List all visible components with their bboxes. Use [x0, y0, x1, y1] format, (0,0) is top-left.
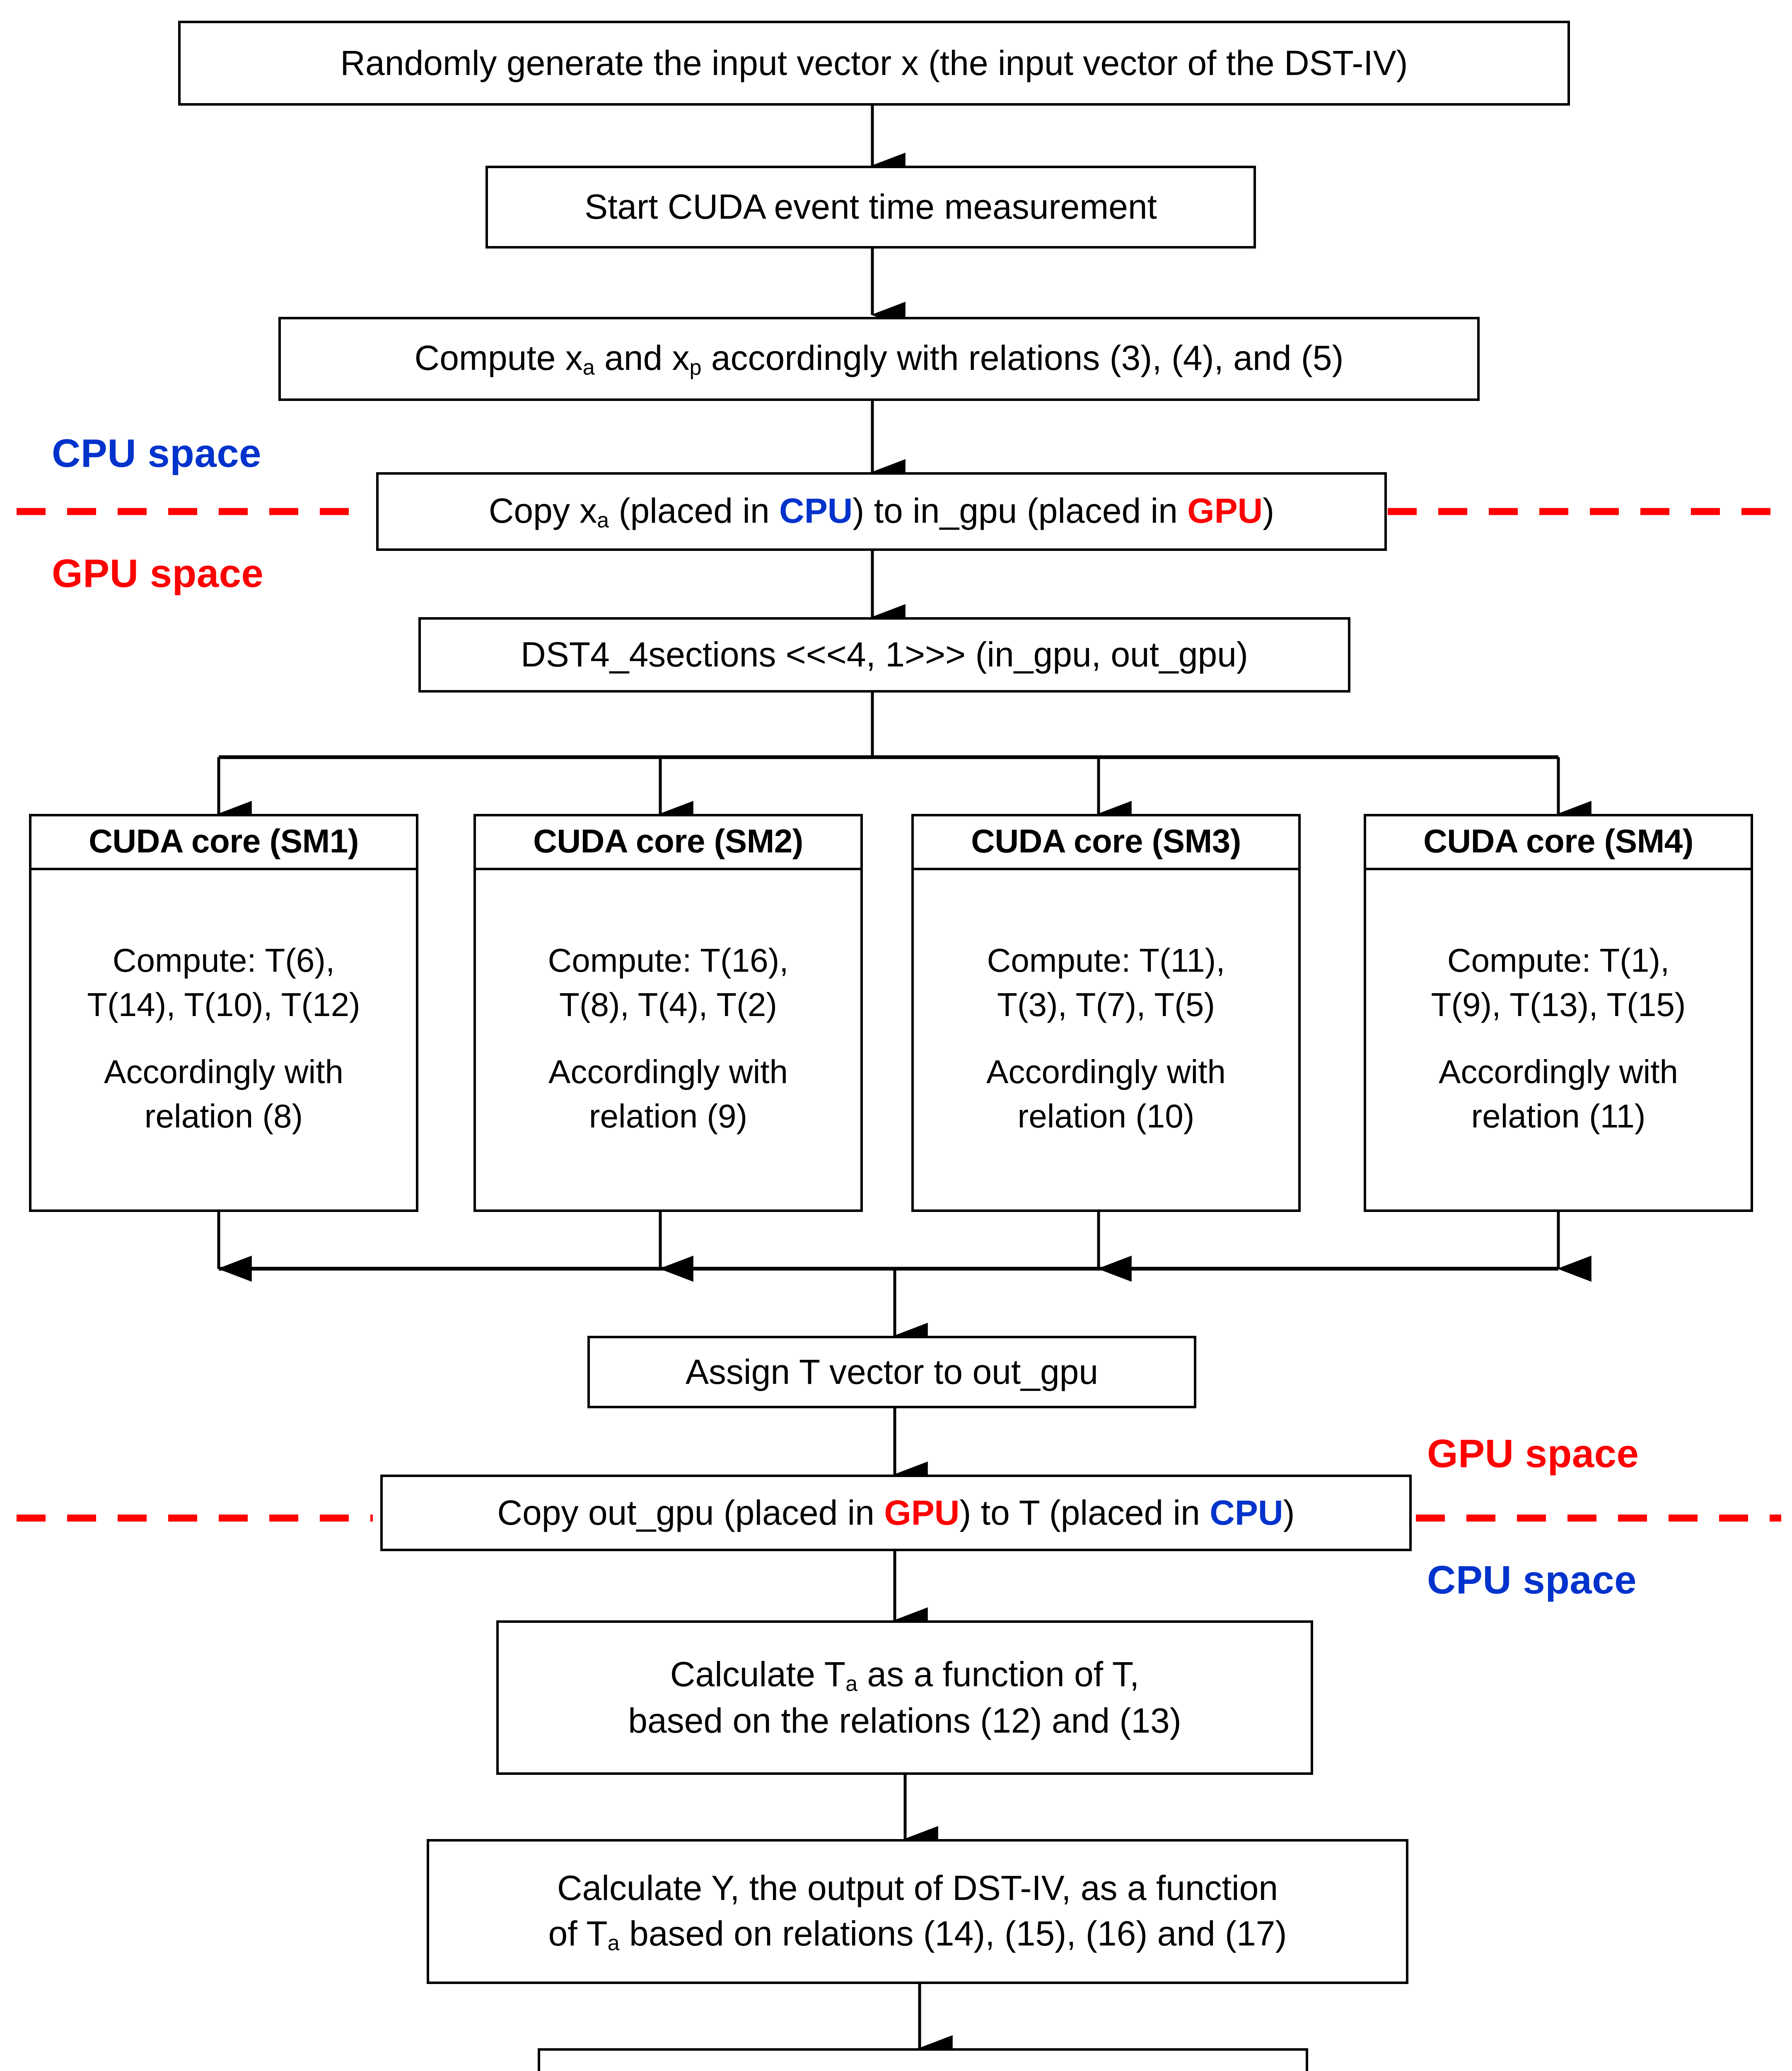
cuda-core-sm3-relation: Accordingly with relation (10) — [986, 1050, 1226, 1138]
sm4-compute-line2: T(9), T(13), T(15) — [1431, 986, 1686, 1023]
calc-ta-line1-post: as a function of T, — [857, 1654, 1140, 1694]
sm1-relation-line1: Accordingly with — [104, 1053, 343, 1090]
cuda-core-sm4-compute: Compute: T(1), T(9), T(13), T(15) — [1431, 938, 1686, 1027]
node-copy-to-gpu-label: Copy xa (placed in CPU) to in_gpu (place… — [386, 488, 1377, 535]
cuda-core-sm2-compute: Compute: T(16), T(8), T(4), T(2) — [548, 938, 789, 1027]
compute-post: accordingly with relations (3), (4), and… — [701, 338, 1344, 378]
cuda-core-sm4[interactable]: CUDA core (SM4) Compute: T(1), T(9), T(1… — [1364, 814, 1753, 1212]
node-stop-timer-label: Stop CUDA event time measurement — [548, 2067, 1298, 2071]
node-start-timer[interactable]: Start CUDA event time measurement — [485, 166, 1256, 249]
calc-ta-line1-pre: Calculate T — [670, 1654, 846, 1694]
compute-mid: and x — [594, 338, 690, 378]
cuda-core-sm4-body: Compute: T(1), T(9), T(13), T(15) Accord… — [1366, 870, 1751, 1209]
copy-gpu-mid1: (placed in — [609, 491, 780, 530]
sm2-relation-line1: Accordingly with — [548, 1053, 788, 1090]
sm2-compute-line1: Compute: T(16), — [548, 942, 789, 979]
label-cpu-space-bottom: CPU space — [1427, 1558, 1637, 1602]
label-gpu-space-top: GPU space — [52, 551, 264, 596]
copy-gpu-pre: Copy x — [488, 491, 597, 530]
sm3-relation-line1: Accordingly with — [986, 1053, 1226, 1090]
copy-cpu-post: ) — [1283, 1493, 1295, 1532]
compute-sub-p: p — [689, 355, 702, 380]
node-generate-input[interactable]: Randomly generate the input vector x (th… — [178, 21, 1570, 106]
label-cpu-space-top: CPU space — [52, 431, 262, 476]
cuda-core-sm3-body: Compute: T(11), T(3), T(7), T(5) Accordi… — [914, 870, 1298, 1209]
cuda-core-sm2-body: Compute: T(16), T(8), T(4), T(2) Accordi… — [476, 870, 860, 1209]
copy-cpu-cpu-token: CPU — [1210, 1493, 1283, 1532]
cuda-core-sm3-compute: Compute: T(11), T(3), T(7), T(5) — [987, 938, 1225, 1027]
copy-cpu-gpu-token: GPU — [884, 1493, 960, 1532]
node-compute-xa-xp[interactable]: Compute xa and xp accordingly with relat… — [278, 317, 1480, 401]
node-stop-timer[interactable]: Stop CUDA event time measurement — [538, 2048, 1308, 2071]
copy-cpu-pre: Copy out_gpu (placed in — [497, 1493, 884, 1532]
sm1-relation-line2: relation (8) — [144, 1097, 303, 1134]
sm3-relation-line2: relation (10) — [1017, 1097, 1195, 1134]
node-copy-to-gpu[interactable]: Copy xa (placed in CPU) to in_gpu (place… — [376, 472, 1387, 551]
copy-gpu-post: ) — [1263, 491, 1275, 530]
cuda-core-sm4-header: CUDA core (SM4) — [1366, 816, 1751, 870]
cuda-core-sm2-header: CUDA core (SM2) — [476, 816, 860, 870]
sm3-compute-line2: T(3), T(7), T(5) — [997, 986, 1215, 1023]
cuda-core-sm1-relation: Accordingly with relation (8) — [104, 1050, 343, 1138]
compute-pre: Compute x — [414, 338, 583, 378]
copy-gpu-cpu-token: CPU — [779, 491, 853, 530]
cuda-core-sm1[interactable]: CUDA core (SM1) Compute: T(6), T(14), T(… — [29, 814, 418, 1212]
calc-y-line2-sub: a — [607, 1931, 620, 1955]
sm2-compute-line2: T(8), T(4), T(2) — [559, 986, 777, 1023]
node-copy-to-cpu-label: Copy out_gpu (placed in GPU) to T (place… — [390, 1490, 1402, 1535]
node-kernel-launch[interactable]: DST4_4sections <<<4, 1>>> (in_gpu, out_g… — [418, 617, 1350, 693]
cuda-core-sm2[interactable]: CUDA core (SM2) Compute: T(16), T(8), T(… — [473, 814, 863, 1212]
cuda-core-sm3[interactable]: CUDA core (SM3) Compute: T(11), T(3), T(… — [911, 814, 1301, 1212]
copy-cpu-mid: ) to T (placed in — [959, 1493, 1210, 1532]
compute-sub-a: a — [582, 355, 595, 380]
node-start-timer-label: Start CUDA event time measurement — [584, 187, 1157, 227]
node-generate-input-label: Randomly generate the input vector x (th… — [340, 43, 1408, 82]
cuda-core-sm3-header: CUDA core (SM3) — [914, 816, 1298, 870]
sm1-compute-line1: Compute: T(6), — [112, 942, 335, 979]
sm2-relation-line2: relation (9) — [589, 1097, 748, 1134]
cuda-core-sm1-body: Compute: T(6), T(14), T(10), T(12) Accor… — [31, 870, 416, 1209]
cuda-core-sm1-header: CUDA core (SM1) — [31, 816, 416, 870]
node-kernel-launch-label: DST4_4sections <<<4, 1>>> (in_gpu, out_g… — [521, 635, 1248, 674]
node-calculate-y-label: Calculate Y, the output of DST-IV, as a … — [437, 1866, 1398, 1957]
cuda-core-sm4-relation: Accordingly with relation (11) — [1439, 1050, 1678, 1138]
copy-gpu-mid2: ) to in_gpu (placed in — [853, 491, 1188, 530]
label-gpu-space-bottom: GPU space — [1427, 1431, 1639, 1476]
sm4-relation-line1: Accordingly with — [1438, 1053, 1678, 1090]
copy-gpu-gpu-token: GPU — [1187, 491, 1263, 530]
copy-gpu-sub-a: a — [597, 508, 609, 533]
calc-ta-line2: based on the relations (12) and (13) — [628, 1701, 1181, 1740]
sm1-compute-line2: T(14), T(10), T(12) — [87, 986, 360, 1023]
node-assign-out-label: Assign T vector to out_gpu — [685, 1352, 1099, 1391]
cuda-core-sm1-compute: Compute: T(6), T(14), T(10), T(12) — [87, 938, 360, 1027]
calc-ta-line1-sub: a — [845, 1672, 858, 1696]
sm4-relation-line2: relation (11) — [1471, 1097, 1646, 1134]
node-compute-xa-xp-label: Compute xa and xp accordingly with relat… — [288, 336, 1470, 382]
node-calculate-ta-label: Calculate Ta as a function of T, based o… — [506, 1652, 1303, 1743]
node-calculate-y[interactable]: Calculate Y, the output of DST-IV, as a … — [427, 1839, 1408, 1984]
node-copy-to-cpu[interactable]: Copy out_gpu (placed in GPU) to T (place… — [380, 1475, 1412, 1551]
node-assign-out[interactable]: Assign T vector to out_gpu — [587, 1336, 1196, 1408]
node-calculate-ta[interactable]: Calculate Ta as a function of T, based o… — [496, 1620, 1313, 1775]
sm4-compute-line1: Compute: T(1), — [1447, 942, 1670, 979]
calc-y-line1: Calculate Y, the output of DST-IV, as a … — [557, 1868, 1278, 1908]
calc-y-line2-pre: of T — [548, 1914, 608, 1953]
sm3-compute-line1: Compute: T(11), — [987, 942, 1225, 979]
cuda-core-sm2-relation: Accordingly with relation (9) — [548, 1050, 788, 1138]
calc-y-line2-post: based on relations (14), (15), (16) and … — [619, 1914, 1287, 1953]
